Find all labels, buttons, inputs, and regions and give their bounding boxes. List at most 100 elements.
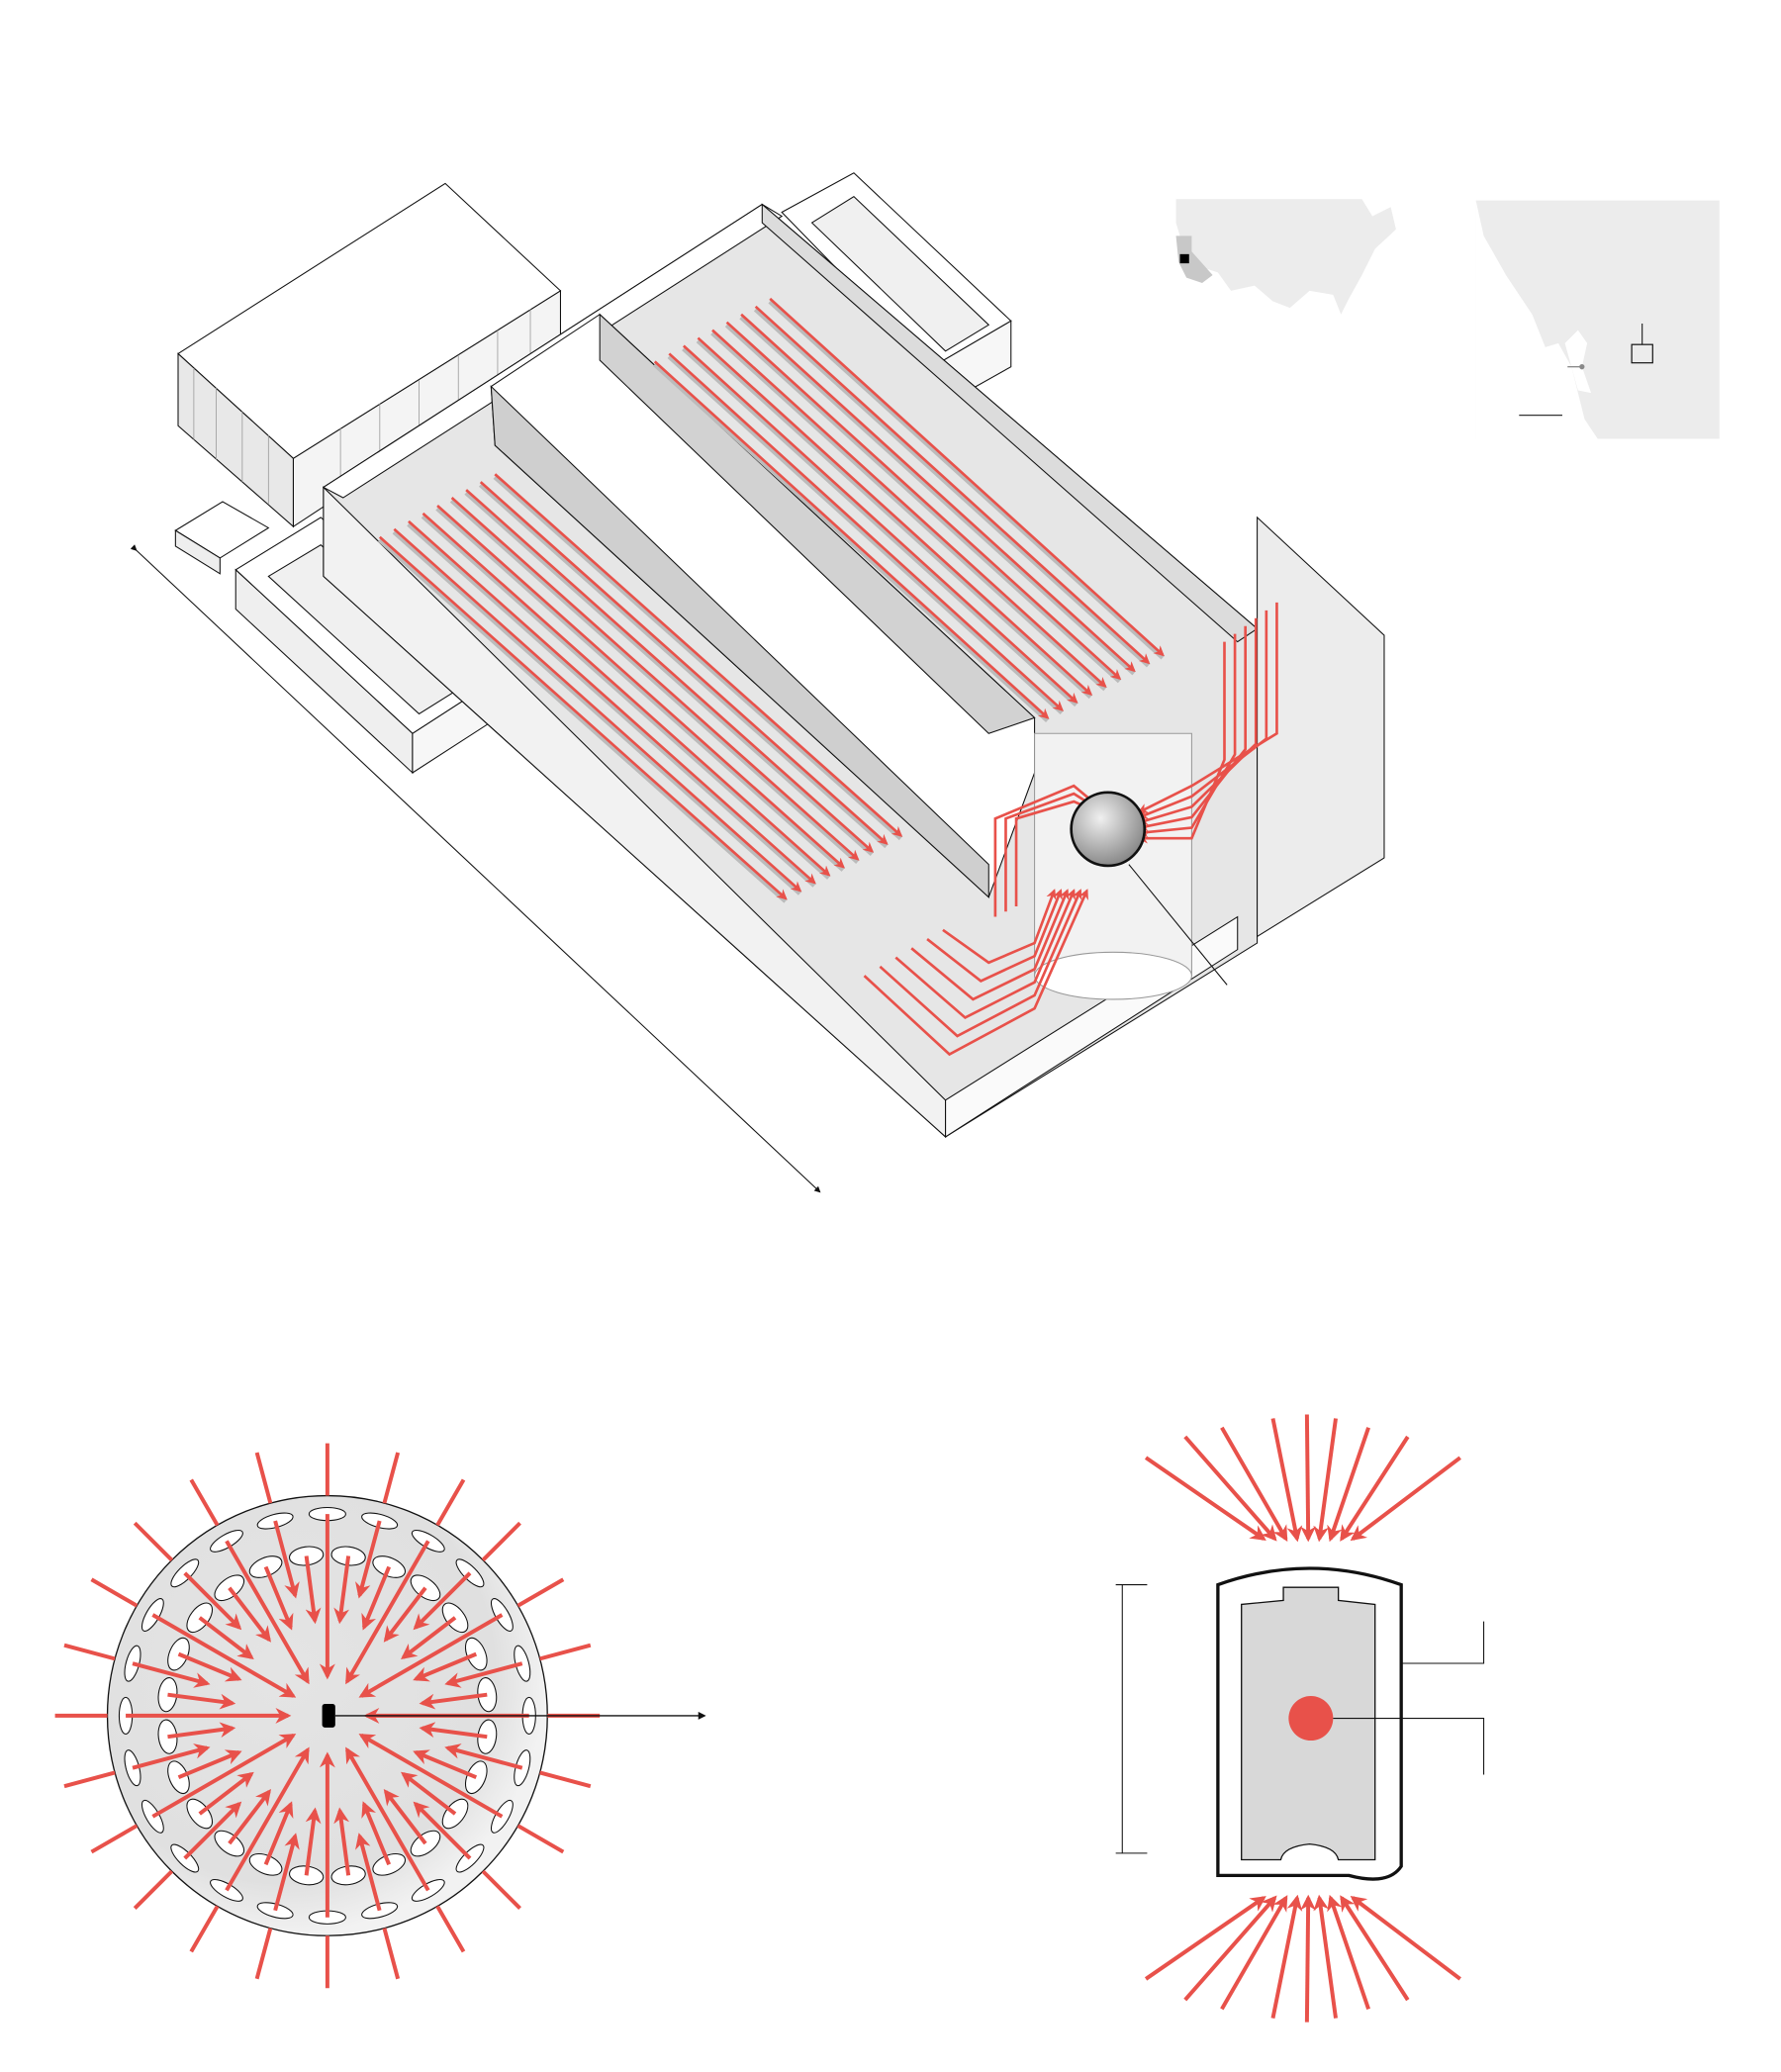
- hohlraum-beam-bottom: [1270, 1894, 1303, 2020]
- incoming-beam: [63, 1643, 116, 1661]
- incoming-beam: [133, 1521, 174, 1562]
- fuel-capsule: [1288, 1696, 1334, 1742]
- converging-beam: [444, 1661, 523, 1688]
- incoming-beam: [133, 1869, 174, 1910]
- incoming-beam: [254, 1452, 273, 1504]
- converging-beam: [228, 1789, 271, 1845]
- incoming-beam: [63, 1770, 116, 1789]
- location-marker: [1179, 253, 1189, 264]
- converging-beam: [355, 1833, 382, 1912]
- converging-beam: [198, 1616, 254, 1660]
- incoming-beam: [382, 1452, 401, 1504]
- converging-beam: [413, 1571, 472, 1631]
- converging-beam: [228, 1586, 271, 1643]
- hohlraum-beam-top: [1220, 1426, 1288, 1542]
- converging-beam: [355, 1520, 382, 1599]
- bay-area-map: [1475, 200, 1720, 439]
- routed-beam: [926, 889, 1063, 983]
- hohlraum-beam-top: [1300, 1414, 1317, 1543]
- target-chamber: [1070, 791, 1228, 986]
- incoming-beam: [435, 1905, 466, 1953]
- converging-beam: [333, 1807, 351, 1876]
- incoming-beam: [539, 1643, 592, 1661]
- hohlraum-beam-bottom: [1144, 1896, 1266, 1981]
- converging-beam: [419, 1722, 488, 1740]
- facility-building: [174, 172, 1385, 1139]
- beam-tube: [739, 315, 1136, 676]
- converging-beam: [263, 1801, 294, 1866]
- converging-beam: [401, 1616, 457, 1660]
- routed-beam: [1137, 610, 1268, 819]
- converging-beam: [413, 1801, 472, 1860]
- incoming-beam: [516, 1577, 565, 1608]
- incoming-beam: [189, 1905, 220, 1953]
- laser-beam: [668, 352, 1064, 711]
- incoming-beam: [435, 1478, 466, 1527]
- routed-beam: [1137, 602, 1278, 813]
- converging-beam: [444, 1743, 523, 1770]
- beam-tube: [753, 307, 1151, 668]
- converging-beam: [167, 1722, 236, 1740]
- beam-tube: [652, 362, 1050, 722]
- converging-beam: [345, 1540, 430, 1685]
- converging-beam: [151, 1734, 297, 1819]
- hohlraum-beam-top: [1270, 1418, 1303, 1543]
- incoming-beam: [382, 1928, 401, 1980]
- converging-beam: [304, 1807, 322, 1876]
- routed-beam: [863, 889, 1088, 1057]
- converging-beam: [304, 1555, 322, 1625]
- hohlraum-beam-bottom: [1340, 1895, 1410, 2002]
- converging-beam: [358, 1734, 504, 1819]
- incoming-beam: [90, 1824, 139, 1854]
- converging-beam: [177, 1651, 242, 1682]
- laser-beam: [769, 297, 1165, 657]
- converging-beam: [413, 1651, 478, 1682]
- routed-beam: [1137, 641, 1226, 844]
- incoming-beam: [481, 1869, 521, 1910]
- beam-tube: [667, 354, 1065, 715]
- incoming-beam: [189, 1478, 220, 1527]
- hohlraum-beam-top: [1340, 1435, 1410, 1542]
- laser-beam: [682, 344, 1078, 704]
- converging-beam: [177, 1749, 242, 1780]
- beam-tube: [768, 299, 1166, 660]
- hohlraum-beam-top: [1144, 1456, 1266, 1542]
- beam-tube: [696, 338, 1093, 700]
- converging-beam: [345, 1746, 430, 1892]
- converging-beam: [358, 1613, 504, 1698]
- converging-beam: [361, 1565, 392, 1631]
- capsule-callout: [1333, 1718, 1485, 1775]
- hohlraum-beam-top: [1327, 1427, 1370, 1543]
- converging-beam: [183, 1801, 242, 1860]
- site-marker: [1631, 343, 1653, 364]
- converging-beam: [263, 1565, 294, 1631]
- routed-beam: [1137, 633, 1237, 838]
- incoming-beam: [90, 1577, 139, 1608]
- converging-beam: [413, 1749, 478, 1780]
- routed-beam: [894, 889, 1076, 1020]
- hohlraum-beam-bottom: [1350, 1895, 1461, 1981]
- beam-tube: [710, 330, 1107, 692]
- hohlraum-beam-bottom: [1183, 1895, 1277, 2002]
- hohlraum-beam-bottom: [1313, 1894, 1338, 2019]
- hohlraum-beam-bottom: [1300, 1894, 1317, 2023]
- converging-beam: [361, 1801, 392, 1866]
- incoming-beam: [539, 1770, 592, 1789]
- routed-beam: [910, 889, 1070, 1001]
- converging-beam: [183, 1571, 242, 1631]
- hohlraum-diagram: [1115, 1566, 1485, 1881]
- chamber-callout-line: [1128, 864, 1228, 986]
- upper-right-wing: [781, 172, 1012, 392]
- target-holder: [322, 1704, 335, 1728]
- converging-beam: [225, 1540, 310, 1685]
- hohlraum-beams: [1144, 1414, 1461, 2023]
- laser-beam: [740, 313, 1136, 673]
- length-dimension-arrow: [130, 544, 821, 1193]
- laser-beam: [754, 305, 1151, 665]
- converging-beam: [333, 1555, 351, 1625]
- laser-beam: [711, 329, 1107, 689]
- converging-beam: [273, 1520, 300, 1599]
- incoming-beam: [481, 1521, 521, 1562]
- routed-beam: [879, 889, 1082, 1038]
